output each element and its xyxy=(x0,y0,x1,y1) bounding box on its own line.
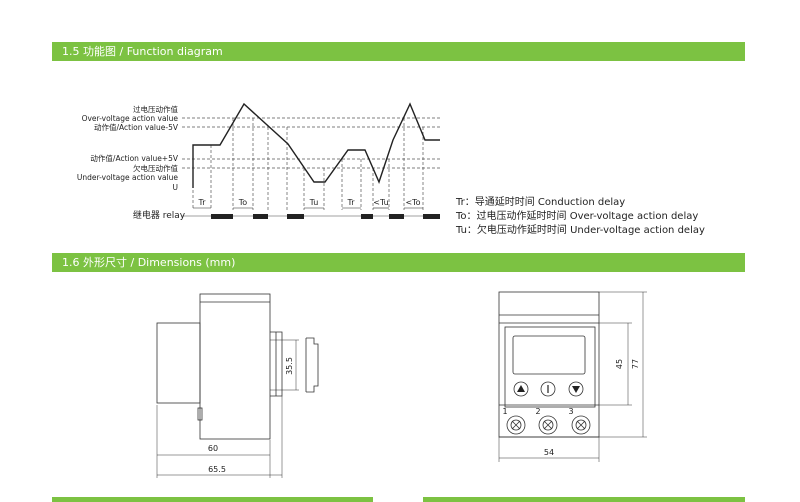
section-header-dimensions: 1.6 外形尺寸 / Dimensions (mm) xyxy=(52,253,745,272)
over-voltage-label-en: Over-voltage action value xyxy=(82,114,179,123)
relay-label: 继电器 relay xyxy=(133,209,186,221)
dim-height-45: 45 xyxy=(615,359,624,369)
action-value-plus-label: 动作值/Action value+5V xyxy=(90,153,178,163)
terminal-number: 1 xyxy=(502,407,507,416)
terminal-number: 3 xyxy=(568,407,573,416)
voltage-waveform xyxy=(192,102,440,188)
dim-height-77: 77 xyxy=(631,359,640,369)
under-voltage-label-en: Under-voltage action value xyxy=(77,173,178,182)
section-title: 1.5 功能图 / Function diagram xyxy=(62,45,223,58)
action-value-minus-label: 动作值/Action value-5V xyxy=(94,122,179,132)
side-view-drawing xyxy=(156,293,319,478)
dim-height-35-5: 35.5 xyxy=(285,357,294,375)
terminal-number: 2 xyxy=(535,407,540,416)
interval-label: <Tu xyxy=(373,198,388,207)
section-title: 1.6 外形尺寸 / Dimensions (mm) xyxy=(62,256,236,269)
interval-label: Tr xyxy=(347,198,356,207)
u-axis-label: U xyxy=(173,183,179,192)
legend-conduction-delay: Tr：导通延时时间 Conduction delay xyxy=(456,197,626,208)
front-view-drawing xyxy=(498,291,647,462)
dim-width-65-5: 65.5 xyxy=(208,465,226,474)
front-panel-buttons xyxy=(513,381,584,397)
interval-label: Tu xyxy=(309,198,319,207)
interval-label: <To xyxy=(405,198,420,207)
under-voltage-label-cn: 欠电压动作值 xyxy=(133,163,178,173)
dim-width-54: 54 xyxy=(544,448,554,457)
over-voltage-label-cn: 过电压动作值 xyxy=(133,104,178,114)
interval-label: Tr xyxy=(198,198,207,207)
section-header-function-diagram: 1.5 功能图 / Function diagram xyxy=(52,42,745,61)
legend-over-voltage-delay: To：过电压动作延时时间 Over-voltage action delay xyxy=(456,211,699,222)
next-section-bar-left xyxy=(52,497,373,502)
dim-width-60: 60 xyxy=(208,444,218,453)
next-section-bar-right xyxy=(423,497,745,502)
terminal-screws xyxy=(506,415,591,435)
legend-under-voltage-delay: Tu：欠电压动作延时时间 Under-voltage action delay xyxy=(456,225,705,236)
interval-label: To xyxy=(238,198,248,207)
